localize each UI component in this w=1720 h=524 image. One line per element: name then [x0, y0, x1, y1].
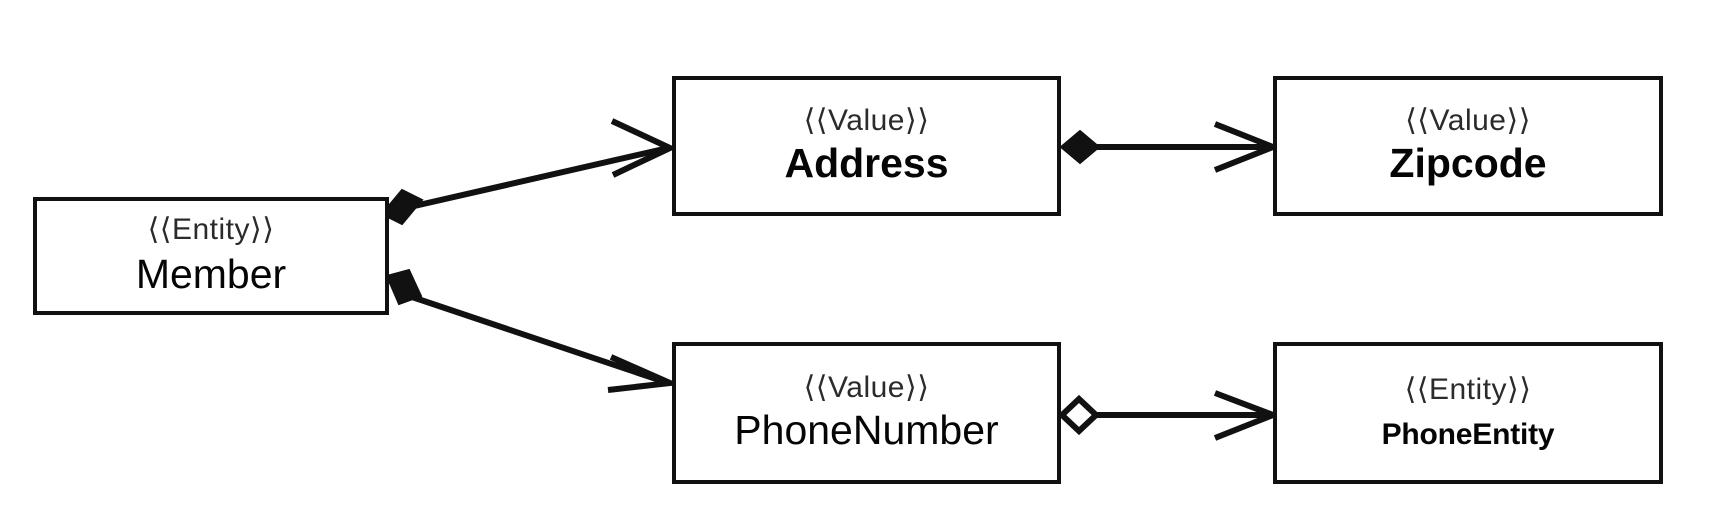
edge-member-address-line: [409, 145, 669, 210]
hollow-diamond-icon: [1057, 394, 1101, 436]
class-name-label: PhoneNumber: [734, 407, 999, 454]
class-name-label: Address: [784, 140, 949, 187]
edge-address-zipcode[interactable]: [1059, 121, 1282, 173]
class-node-phoneentity[interactable]: ⟨⟨Entity⟩⟩ PhoneEntity: [1273, 342, 1663, 484]
class-name-label: Zipcode: [1389, 140, 1547, 187]
class-name-label: PhoneEntity: [1381, 418, 1555, 452]
stereotype-label: ⟨⟨Entity⟩⟩: [147, 213, 275, 247]
open-arrow-icon: [610, 118, 678, 178]
edge-member-address[interactable]: [380, 118, 678, 226]
stereotype-label: ⟨⟨Entity⟩⟩: [1404, 373, 1532, 407]
edge-member-phonenumber-line: [411, 294, 669, 386]
class-node-member[interactable]: ⟨⟨Entity⟩⟩ Member: [33, 197, 389, 315]
filled-diamond-icon: [1059, 129, 1101, 165]
edge-member-phonenumber[interactable]: [385, 268, 682, 393]
open-arrow-icon: [1213, 121, 1282, 173]
class-node-phonenumber[interactable]: ⟨⟨Value⟩⟩ PhoneNumber: [672, 342, 1061, 484]
edge-phonenumber-phoneentity[interactable]: [1057, 390, 1282, 441]
open-arrow-icon: [607, 354, 682, 393]
stereotype-label: ⟨⟨Value⟩⟩: [1405, 104, 1531, 138]
stereotype-label: ⟨⟨Value⟩⟩: [803, 371, 930, 405]
filled-diamond-icon: [385, 268, 423, 306]
open-arrow-icon: [1213, 390, 1282, 441]
class-node-address[interactable]: ⟨⟨Value⟩⟩ Address: [672, 76, 1061, 216]
class-name-label: Member: [135, 251, 287, 298]
stereotype-label: ⟨⟨Value⟩⟩: [803, 104, 930, 138]
class-node-zipcode[interactable]: ⟨⟨Value⟩⟩ Zipcode: [1273, 76, 1663, 216]
